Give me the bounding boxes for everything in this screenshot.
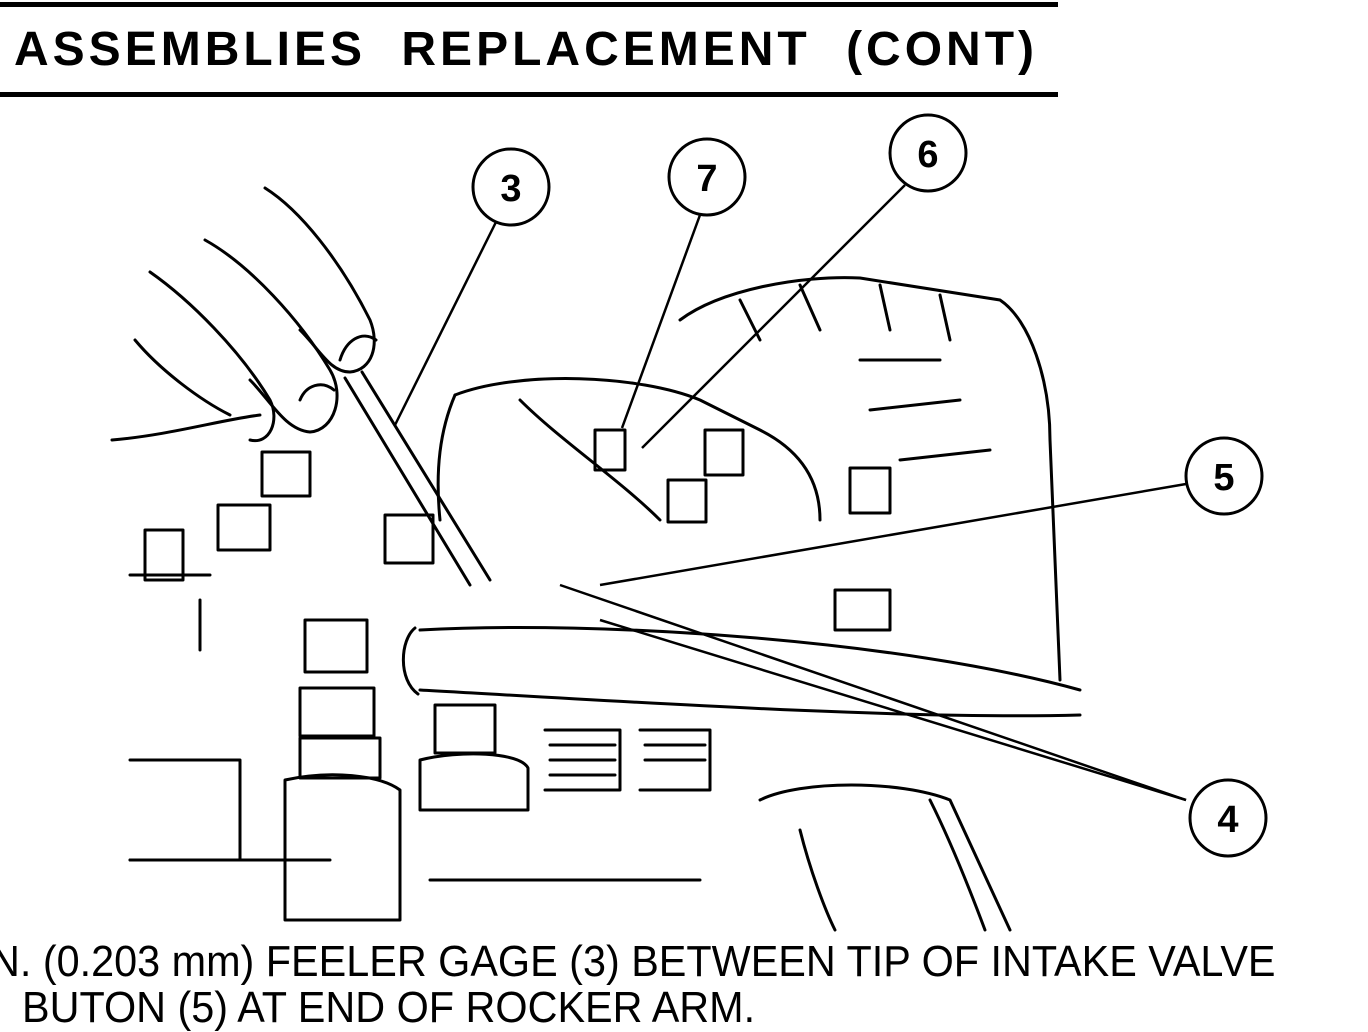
callout-5-label: 5 bbox=[1213, 457, 1234, 499]
callout-3: 3 bbox=[471, 147, 551, 227]
header-rule-bottom bbox=[0, 92, 1058, 97]
stud-nut bbox=[143, 528, 185, 582]
header-rule-top bbox=[0, 2, 1058, 7]
callout-5: 5 bbox=[1184, 436, 1264, 516]
callout-3-label: 3 bbox=[500, 168, 521, 210]
leader-line-4b bbox=[559, 583, 1187, 802]
callout-4: 4 bbox=[1188, 778, 1268, 858]
callout-6-label: 6 bbox=[917, 134, 938, 176]
callout-7-label: 7 bbox=[696, 158, 717, 200]
feeler-gage bbox=[343, 376, 472, 587]
rocker-housing bbox=[453, 377, 822, 522]
leader-line-7 bbox=[620, 214, 702, 429]
leader-line-6 bbox=[641, 184, 906, 449]
leader-line-5 bbox=[599, 482, 1187, 587]
callout-4-label: 4 bbox=[1217, 799, 1238, 841]
callout-6: 6 bbox=[888, 113, 968, 193]
hose-clamp bbox=[758, 783, 1012, 932]
hand-outline bbox=[263, 186, 376, 374]
callout-7: 7 bbox=[667, 137, 747, 217]
leader-line-4a bbox=[599, 618, 1187, 802]
engine-valve-illustration: 3 7 6 5 4 bbox=[110, 113, 1268, 932]
leader-line-3 bbox=[393, 219, 499, 426]
rocker-arm bbox=[418, 626, 1082, 692]
engine-block bbox=[678, 276, 1062, 682]
caption-line-2: BUTON (5) AT END OF ROCKER ARM. bbox=[22, 983, 756, 1032]
caption-line-1: N. (0.203 mm) FEELER GAGE (3) BETWEEN TI… bbox=[0, 937, 1276, 986]
page-title: ASSEMBLIES REPLACEMENT (CONT) bbox=[14, 23, 1039, 76]
